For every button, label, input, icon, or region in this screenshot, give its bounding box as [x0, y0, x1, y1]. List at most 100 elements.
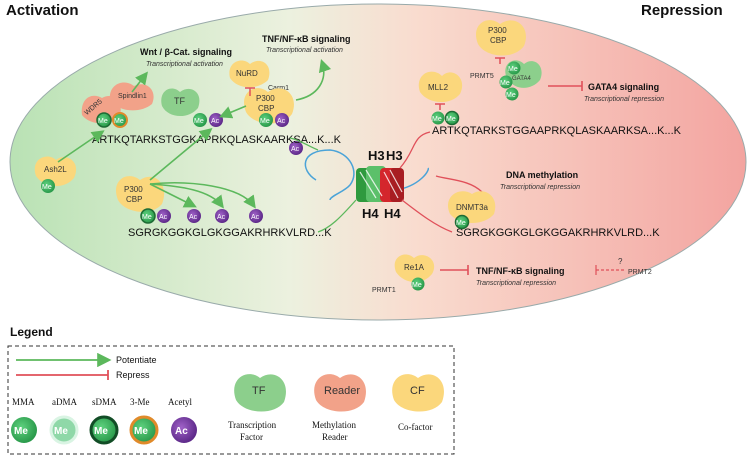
ac-mark — [275, 113, 289, 127]
marks-h4-left: Me Ac Ac Ac Ac — [140, 208, 263, 224]
legend-me3-text: Me — [134, 426, 148, 437]
dnameth-subtitle: Transcriptional repression — [500, 184, 580, 191]
legend-acetyl-icon — [171, 417, 197, 443]
p300cbp-right-shape — [476, 20, 526, 56]
legend-sdma-label: sDMA — [92, 397, 117, 407]
legend-acetyl-label: Acetyl — [168, 397, 192, 407]
arrow-ash2l — [57, 130, 105, 163]
ac-mark — [289, 141, 303, 155]
h3-label-a: H3 — [368, 148, 385, 163]
ac-text: Ac — [189, 214, 198, 221]
marks-h3-left: Me Me Me Ac Me Ac Ac Me — [41, 112, 303, 193]
ac-text: Ac — [291, 146, 300, 153]
legend-tf-label: TF — [252, 385, 266, 397]
legend-cf-shape — [392, 374, 444, 412]
ac-mark — [249, 209, 263, 223]
tnf-act-title: TNF/NF-κB signaling — [262, 34, 351, 44]
spindlin1-label: Spindlin1 — [118, 93, 147, 100]
cbp-right-label: CBP — [490, 36, 506, 45]
me-mark — [444, 110, 460, 126]
wnt-subtitle: Transcriptional activation — [146, 61, 223, 68]
gata4-subtitle: Transcriptional repression — [584, 96, 664, 103]
arrow-p300-tf — [219, 105, 247, 119]
legend-sdma-text: Me — [94, 426, 108, 437]
tail-h4-left — [317, 199, 357, 233]
me-mark — [259, 113, 273, 127]
me-text: Me — [412, 282, 422, 289]
dna-strand — [304, 149, 355, 201]
dnameth-title: DNA methylation — [506, 170, 578, 180]
me-text: Me — [446, 116, 456, 123]
legend-me3-label: 3-Me — [130, 397, 150, 407]
legend-reader-desc-2: Reader — [322, 432, 347, 442]
cbp-upper-label: CBP — [258, 104, 274, 113]
wnt-title: Wnt / β-Cat. signaling — [140, 47, 232, 57]
legend-cf-desc: Co-factor — [398, 422, 432, 432]
me-text: Me — [260, 118, 270, 125]
legend-tf-desc-2: Factor — [240, 432, 263, 442]
ac-text: Ac — [277, 118, 286, 125]
legend-sdma-icon — [89, 415, 119, 445]
me-mark — [431, 111, 445, 125]
ac-text: Ac — [251, 214, 260, 221]
me-text: Me — [508, 66, 518, 73]
tail-h4-right — [401, 199, 453, 233]
nurd-shape — [229, 60, 270, 88]
legend-acetyl-text: Ac — [175, 426, 188, 437]
arrow-p300-k12 — [149, 182, 256, 209]
prmt1-label: PRMT1 — [372, 287, 396, 294]
legend-tf-desc-1: Transcription — [228, 420, 277, 430]
legend-mma-label: MMA — [12, 397, 35, 407]
tail-h3-right — [399, 131, 431, 169]
me-text: Me — [432, 116, 442, 123]
me-text: Me — [500, 80, 510, 87]
me-mark — [112, 112, 128, 128]
p300-upper-label: P300 — [256, 94, 275, 103]
arrow-to-wnt — [131, 71, 148, 93]
activation-heading: Activation — [6, 2, 79, 19]
ash2l-shape — [34, 156, 77, 187]
me-mark — [411, 277, 425, 291]
rela-label: Re1A — [404, 263, 425, 272]
rela-shape — [394, 254, 435, 283]
p300-lower-label: P300 — [124, 185, 143, 194]
tnf-rep-subtitle: Transcriptional repression — [476, 280, 556, 287]
me-mark — [41, 179, 55, 193]
legend-me3-icon — [129, 415, 159, 445]
question-mark: ? — [618, 257, 623, 266]
legend-admia-text: Me — [54, 426, 68, 437]
arrow-p300-k8 — [149, 183, 224, 209]
me-mark — [499, 75, 513, 89]
tf-label: TF — [174, 96, 185, 106]
me-mark — [96, 112, 112, 128]
me-mark — [193, 113, 207, 127]
ac-mark — [215, 209, 229, 223]
arrow-to-tnf — [295, 58, 332, 101]
me-text: Me — [98, 118, 108, 125]
arrow-p300-h3 — [149, 127, 213, 181]
me-mark — [507, 61, 521, 75]
me-text: Me — [114, 118, 124, 125]
mll2-label: MLL2 — [428, 83, 449, 92]
legend-mma-text: Me — [14, 426, 28, 437]
legend-admia-icon — [49, 415, 79, 445]
h3-left-sequence: ARTKQTARKSTGGKAPRKQLASKAARKSA...K...K — [92, 134, 342, 146]
ac-text: Ac — [159, 214, 168, 221]
legend-admia-label: aDMA — [52, 397, 77, 407]
background-ellipse — [9, 3, 747, 321]
legend-box — [7, 345, 455, 455]
legend-mma-icon — [11, 417, 37, 443]
legend-reader-label: Reader — [324, 385, 360, 397]
ac-mark — [187, 209, 201, 223]
prmt2-label: PRMT2 — [628, 269, 652, 276]
activation-arrows — [57, 58, 332, 209]
dnmt3a-label: DNMT3a — [456, 203, 489, 212]
cbp-lower-label: CBP — [126, 195, 142, 204]
spindlin1-reader-shape — [109, 82, 154, 111]
me-text: Me — [456, 220, 466, 227]
nucleosome: H3 H3 H4 H4 — [304, 148, 429, 221]
h4-left-sequence: SGRGKGGKGLGKGGAKRHRKVLRD...K — [128, 227, 332, 239]
legend-potentiate-label: Potentiate — [116, 355, 157, 365]
